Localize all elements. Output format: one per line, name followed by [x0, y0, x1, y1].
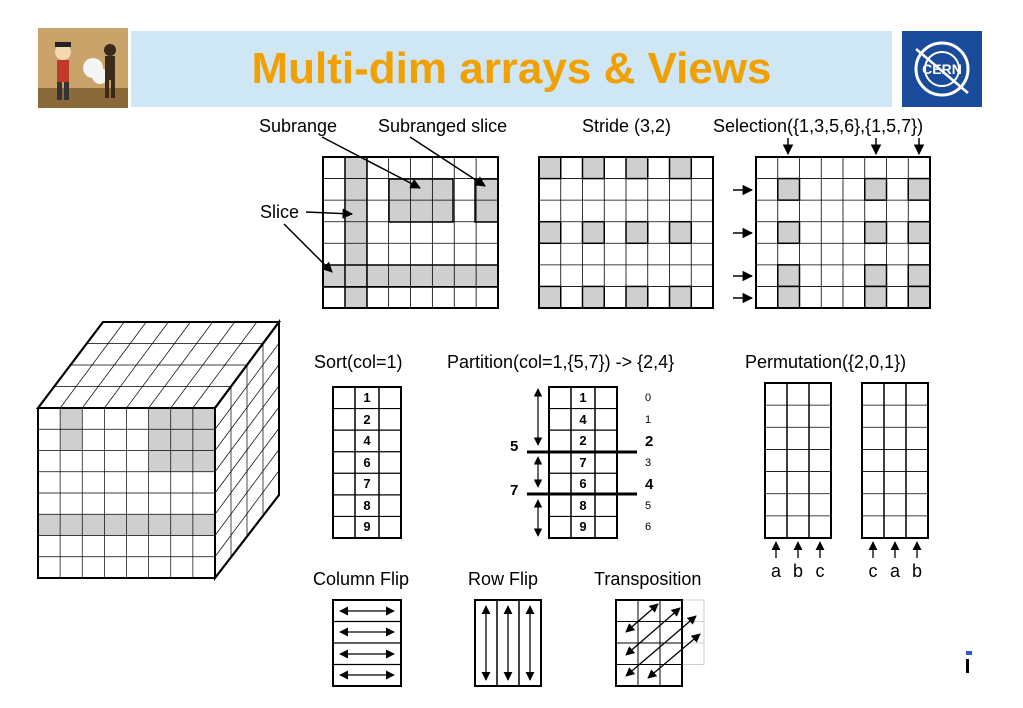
label-partition: Partition(col=1,{5,7}) -> {2,4} [447, 352, 674, 372]
sort-value: 6 [363, 455, 370, 470]
slice-arrow-col [305, 208, 354, 219]
label-slice: Slice [260, 202, 299, 222]
slice-arrow-row [283, 223, 333, 273]
partition-value: 9 [579, 519, 586, 534]
permutation-after-label: a [890, 561, 901, 581]
nav-marker [966, 651, 972, 673]
permutation-after-label: c [869, 561, 878, 581]
partition-index: 6 [645, 521, 651, 533]
partition-value: 6 [579, 476, 586, 491]
partition-index: 4 [645, 476, 654, 493]
transposition-diagram [615, 599, 705, 687]
subrange-slice-grid [322, 156, 499, 309]
label-selection: Selection({1,3,5,6},{1,5,7}) [713, 116, 923, 136]
subrange-arrow [321, 136, 421, 189]
3d-cube [35, 318, 281, 581]
partition-index: 2 [645, 433, 653, 450]
label-subranged-slice: Subranged slice [378, 116, 507, 136]
sort-value: 7 [363, 476, 370, 491]
selection-arrows [733, 138, 925, 304]
permutation-before-label: a [771, 561, 782, 581]
permutation-after-label: b [912, 561, 922, 581]
partition-index: 3 [645, 457, 651, 469]
partition-split-label: 5 [510, 438, 518, 455]
partition-value: 8 [579, 498, 586, 513]
row-flip-diagram [474, 599, 542, 687]
permutation-before-label: c [816, 561, 825, 581]
partition-value: 1 [579, 390, 586, 405]
sort-value: 1 [363, 390, 370, 405]
title-banner [131, 31, 892, 107]
permutation-before-label: b [793, 561, 803, 581]
partition-value: 2 [579, 433, 586, 448]
cowboy-logo [38, 28, 128, 108]
sort-value: 2 [363, 412, 370, 427]
sort-value: 9 [363, 519, 370, 534]
partition-index: 0 [645, 392, 651, 404]
cern-logo-text: CERN [922, 61, 962, 77]
partition-column: 1 4 2 7 6 8 9 5 7 0 1 2 3 4 5 6 [510, 386, 654, 539]
label-permutation: Permutation({2,0,1}) [745, 352, 906, 372]
label-column-flip: Column Flip [313, 569, 409, 589]
label-sort: Sort(col=1) [314, 352, 403, 372]
column-flip-diagram [332, 599, 402, 687]
label-stride: Stride (3,2) [582, 116, 671, 136]
partition-index: 5 [645, 500, 651, 512]
label-row-flip: Row Flip [468, 569, 538, 589]
selection-grid [755, 156, 931, 309]
sort-column: 1 2 4 6 7 8 9 [332, 386, 402, 539]
label-transposition: Transposition [594, 569, 701, 589]
subranged-slice-arrow [409, 136, 486, 187]
cern-logo: CERN [902, 31, 982, 107]
partition-value: 7 [579, 455, 586, 470]
sort-value: 8 [363, 498, 370, 513]
permutation-columns: a b c c a b [764, 382, 929, 581]
sort-value: 4 [363, 433, 371, 448]
stride-grid [538, 156, 714, 309]
label-subrange: Subrange [259, 116, 337, 136]
partition-index: 1 [645, 414, 651, 426]
slide-title: Multi-dim arrays & Views [251, 44, 772, 93]
partition-value: 4 [579, 412, 587, 427]
partition-split-label: 7 [510, 482, 518, 499]
